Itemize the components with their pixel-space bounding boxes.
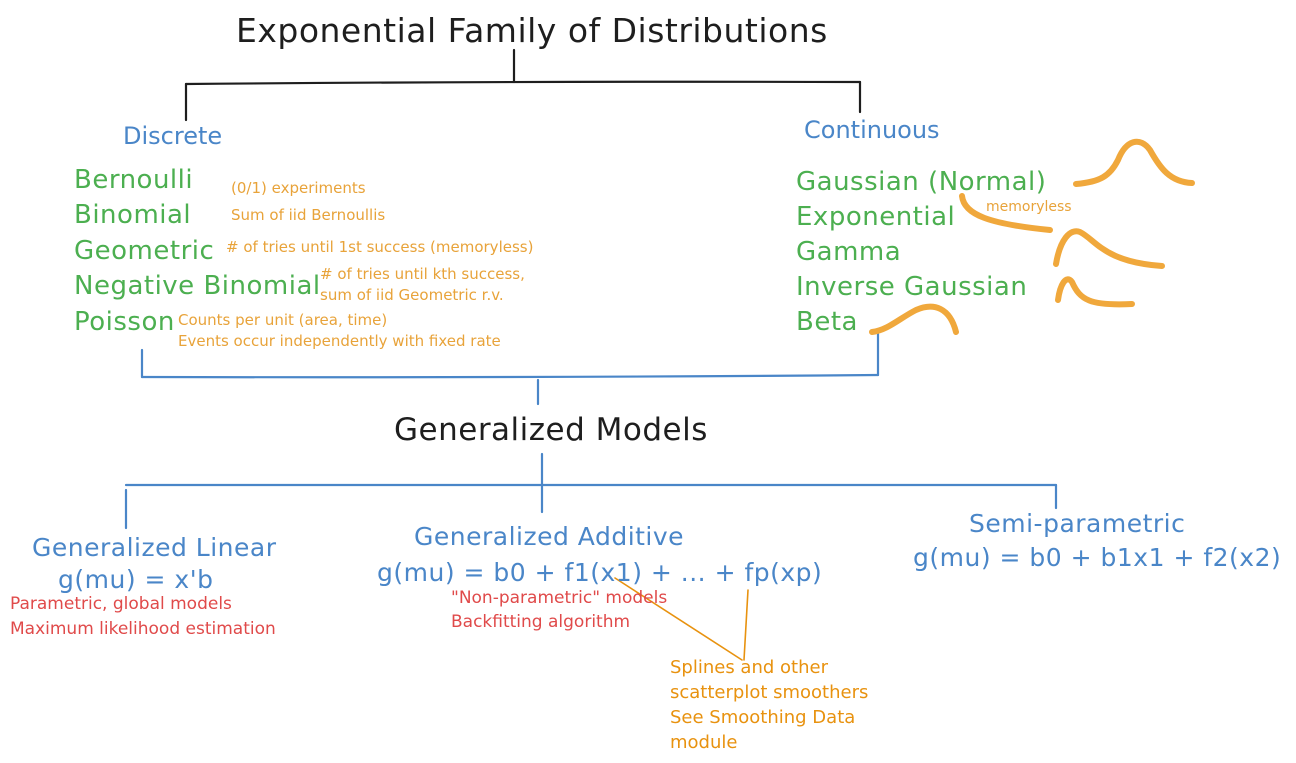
continuous-item-gaussian: Gaussian (Normal) [796,167,1047,197]
linear-header: Generalized Linear [32,533,277,562]
discrete-note-binomial: Sum of iid Bernoullis [231,206,386,224]
models-title: Generalized Models [394,412,708,448]
top-crossbar [184,80,862,86]
callout-line-4: module [670,732,738,753]
continuous-item-inverse-gaussian: Inverse Gaussian [796,272,1028,302]
semi-formula: g(mu) = b0 + b1x1 + f2(x2) [913,543,1282,572]
semi-header: Semi-parametric [969,509,1186,538]
exponential-curve-sketch [959,193,1053,233]
top-tree-connectors [184,48,862,122]
callout-line-fp [743,589,749,661]
distribution-sketches [869,138,1195,335]
discrete-item-poisson: Poisson [74,307,175,337]
linear-formula: g(mu) = x'b [58,565,214,594]
inverse-gaussian-curve-sketch [1055,276,1135,308]
additive-header: Generalized Additive [414,522,685,551]
additive-note-backfitting: Backfitting algorithm [451,612,631,632]
discrete-item-binomial: Binomial [74,200,192,230]
callout-line-3: See Smoothing Data [670,707,856,728]
continuous-header: Continuous [804,116,940,144]
discrete-item-negative-binomial: Negative Binomial [74,271,321,301]
discrete-note-negative-binomial-line2: sum of iid Geometric r.v. [320,286,504,304]
callout-line-2: scatterplot smoothers [670,682,869,703]
continuous-item-exponential: Exponential [796,202,956,232]
discrete-item-geometric: Geometric [74,236,215,266]
gaussian-curve-sketch [1073,138,1195,187]
beta-curve-sketch [869,303,959,335]
callout-line-f1 [614,577,743,661]
continuous-note-exponential: memoryless [986,199,1072,215]
join-connectors [140,332,880,406]
callout-line-1: Splines and other [670,657,828,678]
discrete-header: Discrete [123,122,223,150]
discrete-item-bernoulli: Bernoulli [74,165,194,195]
additive-note-nonparametric: "Non-parametric" models [451,588,668,608]
additive-formula: g(mu) = b0 + f1(x1) + ... + fp(xp) [377,558,823,587]
bottom-tree-connectors [124,452,1058,530]
discrete-note-geometric: # of tries until 1st success (memoryless… [226,238,534,256]
diagram-title: Exponential Family of Distributions [236,11,828,50]
linear-note-mle: Maximum likelihood estimation [10,619,276,639]
join-bar [140,373,880,379]
discrete-note-poisson-line1: Counts per unit (area, time) [178,311,388,329]
gamma-curve-sketch [1053,228,1165,269]
linear-note-parametric: Parametric, global models [10,594,232,614]
callout-lines [614,577,749,661]
continuous-item-beta: Beta [796,307,858,337]
discrete-note-negative-binomial-line1: # of tries until kth success, [320,265,525,283]
continuous-item-gamma: Gamma [796,237,902,267]
discrete-note-poisson-line2: Events occur independently with fixed ra… [178,332,501,350]
bottom-crossbar [124,482,1058,487]
discrete-note-bernoulli: (0/1) experiments [231,179,366,197]
